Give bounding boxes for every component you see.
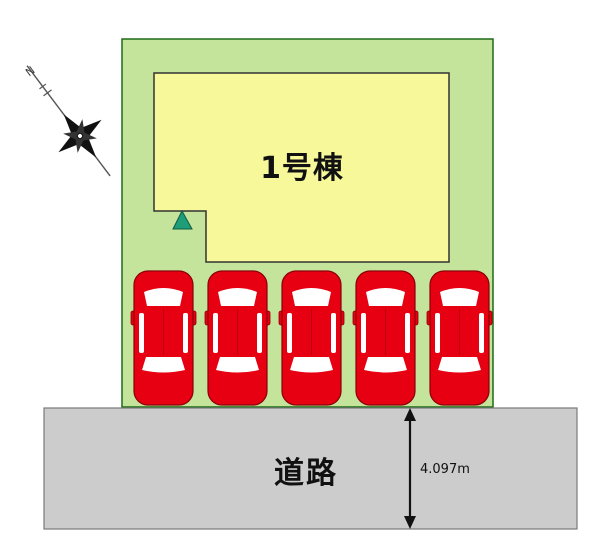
building-label: 1号棟 [260,151,344,186]
car-icon [278,270,345,406]
car-icon [426,270,493,406]
compass-rose-icon: N [23,64,111,177]
parking-area [130,270,493,406]
building-footprint [153,72,450,263]
entrance-triangle-icon [172,209,193,230]
car-icon [352,270,419,406]
road-width-dimension [404,408,416,529]
car-icon [204,270,271,406]
road-label: 道路 [274,456,338,491]
car-icon [130,270,197,406]
road-width-label: 4.097m [420,462,470,477]
road-area [43,407,578,530]
